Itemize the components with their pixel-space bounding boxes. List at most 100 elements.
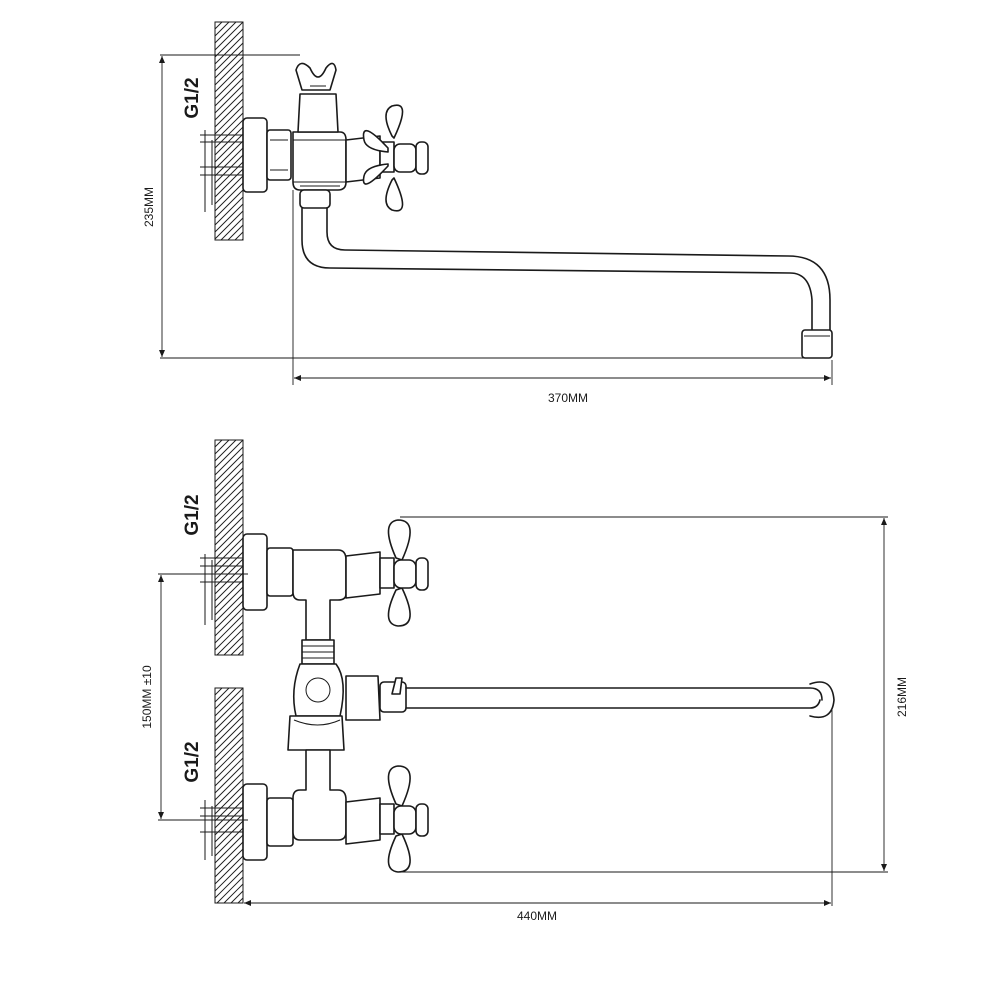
hatch-line	[214, 453, 244, 483]
hatch-line	[214, 439, 223, 448]
flange-upper	[242, 533, 294, 611]
hatch-line	[214, 694, 244, 724]
hatch-line	[214, 21, 237, 44]
spacing-dimension-label: 150MM ±10	[140, 665, 154, 729]
hatch-line	[214, 537, 244, 567]
flange-lower	[242, 783, 294, 861]
wall-hatch-top	[214, 21, 244, 241]
hatch-line	[214, 614, 244, 644]
valve-handle-lower	[345, 765, 429, 873]
hatch-line	[214, 446, 244, 476]
hatch-line	[220, 217, 244, 241]
hatch-line	[214, 35, 244, 65]
thread-label-upper: G1/2	[182, 494, 203, 535]
hatch-line	[214, 757, 244, 787]
hatch-line	[214, 21, 244, 51]
hatch-line	[214, 49, 244, 79]
hatch-line	[214, 147, 244, 177]
hatch-line	[214, 708, 244, 738]
hatch-line	[214, 63, 244, 93]
hatch-line	[237, 649, 244, 656]
hatch-line	[214, 112, 244, 142]
shower-holder-top	[295, 62, 339, 133]
hatch-line	[214, 140, 244, 170]
hatch-line	[214, 785, 244, 815]
hatch-line	[214, 84, 244, 114]
hatch-line	[214, 523, 244, 553]
height-dimension-label: 235MM	[142, 187, 156, 227]
hatch-line	[214, 474, 244, 504]
hatch-line	[214, 813, 244, 843]
hatch-line	[214, 196, 244, 226]
hatch-line	[214, 607, 244, 637]
hatch-line	[214, 687, 230, 703]
top-view: 235MM 370MM G1/2	[142, 21, 833, 405]
hatch-line	[214, 70, 244, 100]
hatch-line	[214, 161, 244, 191]
hatch-line	[214, 21, 223, 30]
spout-front	[345, 675, 835, 721]
hatch-line	[216, 876, 244, 904]
hatch-line	[214, 827, 244, 857]
hatch-line	[214, 848, 244, 878]
wall-hatch-upper	[214, 439, 244, 656]
hatch-line	[214, 600, 244, 630]
hatch-line	[214, 792, 244, 822]
hatch-line	[214, 133, 244, 163]
hatch-line	[214, 586, 244, 616]
reach-dimension-label: 370MM	[548, 391, 588, 405]
hatch-line	[214, 28, 244, 58]
hatch-line	[230, 890, 244, 904]
wall-hatch-lower	[214, 687, 244, 904]
hatch-line	[214, 806, 244, 836]
hatch-line	[214, 467, 244, 497]
hatch-line	[214, 722, 244, 752]
hatch-line	[214, 750, 244, 780]
dimension-reach-top: 370MM	[292, 190, 833, 405]
dimension-height-front: 216MM	[400, 516, 909, 873]
hatch-line	[237, 897, 244, 904]
hatch-line	[223, 883, 244, 904]
inlet-pipe-top	[200, 130, 250, 212]
hatch-line	[223, 635, 244, 656]
inlet-pipes-front	[200, 554, 248, 860]
hatch-line	[214, 820, 244, 850]
hatch-line	[216, 628, 244, 656]
hatch-line	[214, 855, 244, 885]
hatch-line	[214, 509, 244, 539]
hatch-line	[214, 203, 244, 233]
hatch-line	[214, 834, 244, 864]
hatch-line	[230, 642, 244, 656]
hatch-line	[214, 21, 230, 37]
length-dimension-label: 440MM	[517, 909, 557, 923]
hatch-line	[214, 516, 244, 546]
hatch-line	[214, 841, 244, 871]
hatch-line	[214, 565, 244, 595]
hatch-line	[227, 224, 244, 241]
hatch-line	[214, 869, 244, 899]
mixer-body-front	[287, 549, 347, 841]
hatch-line	[214, 119, 244, 149]
hatch-line	[214, 621, 244, 651]
hatch-line	[214, 687, 244, 717]
valve-body-top	[292, 131, 347, 191]
thread-label-lower: G1/2	[182, 741, 203, 782]
hatch-line	[214, 771, 244, 801]
height-dimension-label-front: 216MM	[895, 677, 909, 717]
hatch-line	[214, 593, 244, 623]
hatch-line	[214, 154, 244, 184]
hatch-line	[214, 168, 244, 198]
hatch-line	[214, 77, 244, 107]
hatch-line	[214, 778, 244, 808]
hatch-line	[214, 502, 244, 532]
hatch-line	[214, 701, 244, 731]
dimension-height-top: 235MM	[142, 54, 820, 359]
dimension-spacing-front: 150MM ±10	[140, 573, 248, 821]
hatch-line	[214, 91, 244, 121]
hatch-line	[214, 105, 244, 135]
hatch-line	[214, 210, 244, 240]
hatch-line	[214, 189, 244, 219]
hatch-line	[214, 126, 244, 156]
hatch-line	[214, 743, 244, 773]
